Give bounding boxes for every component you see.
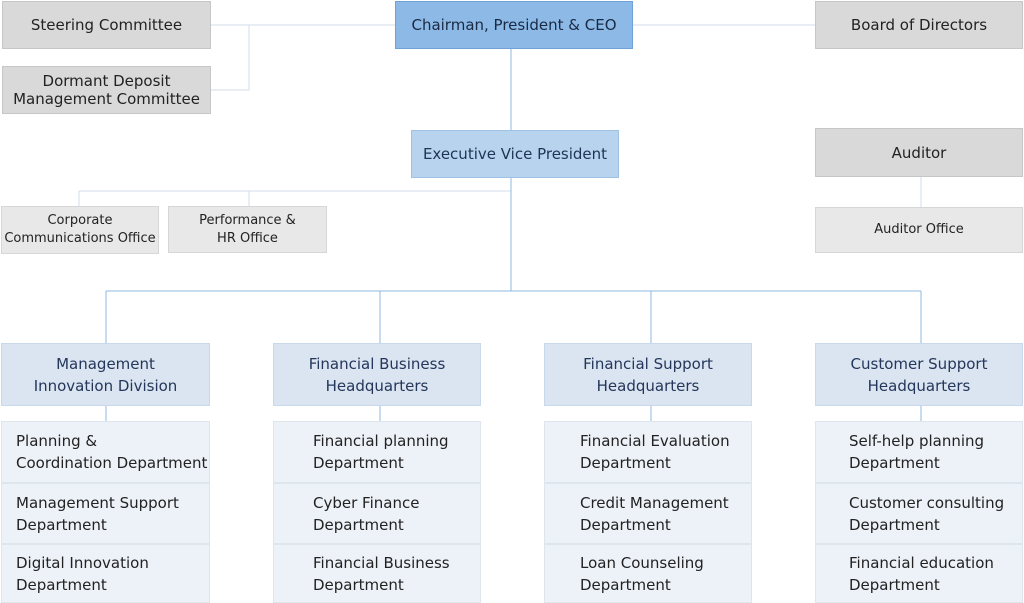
department-item: Financial education Department <box>815 544 1023 603</box>
department-item: Cyber Finance Department <box>273 483 481 544</box>
department-item: Credit Management Department <box>544 483 752 544</box>
auditor-office-label: Auditor Office <box>874 222 964 237</box>
auditor-office-box: Auditor Office <box>815 207 1023 253</box>
department-item: Digital Innovation Department <box>1 544 210 603</box>
department-label: Self-help planning Department <box>849 432 985 472</box>
department-label: Management Support Department <box>16 493 179 534</box>
department-label: Financial Business Department <box>313 553 450 594</box>
corporate-communications-office-label: Corporate Communications Office <box>4 213 156 246</box>
division-title: Financial Business Headquarters <box>308 354 446 395</box>
department-label: Financial education Department <box>849 553 994 594</box>
steering-committee-box: Steering Committee <box>2 1 211 49</box>
department-item: Financial Business Department <box>273 544 481 603</box>
performance-hr-office-box: Performance & HR Office <box>168 206 327 253</box>
dormant-deposit-committee-label: Dormant Deposit Management Committee <box>13 72 200 108</box>
board-of-directors-label: Board of Directors <box>850 16 988 34</box>
executive-vice-president-box: Executive Vice President <box>411 130 619 178</box>
department-item: Management Support Department <box>1 483 210 544</box>
department-label: Financial planning Department <box>313 432 449 472</box>
department-item: Customer consulting Department <box>815 483 1023 544</box>
department-item: Self-help planning Department <box>815 421 1023 483</box>
division-header-customer-support: Customer Support Headquarters <box>815 343 1023 406</box>
department-label: Credit Management Department <box>580 493 729 534</box>
department-item: Planning & Coordination Department <box>1 421 210 483</box>
division-title: Customer Support Headquarters <box>850 354 988 395</box>
ceo-box: Chairman, President & CEO <box>395 1 633 49</box>
steering-committee-label: Steering Committee <box>30 16 183 34</box>
dormant-deposit-committee-box: Dormant Deposit Management Committee <box>2 66 211 114</box>
division-title: Management Innovation Division <box>33 354 178 395</box>
division-header-management-innovation: Management Innovation Division <box>1 343 210 406</box>
department-item: Financial Evaluation Department <box>544 421 752 483</box>
auditor-label: Auditor <box>891 143 947 162</box>
department-label: Loan Counseling Department <box>580 553 704 594</box>
division-title: Financial Support Headquarters <box>583 354 713 395</box>
board-of-directors-box: Board of Directors <box>815 1 1023 49</box>
executive-vice-president-label: Executive Vice President <box>422 145 608 163</box>
department-label: Financial Evaluation Department <box>580 432 730 472</box>
division-header-financial-support: Financial Support Headquarters <box>544 343 752 406</box>
department-label: Customer consulting Department <box>849 493 1005 534</box>
corporate-communications-office-box: Corporate Communications Office <box>1 206 159 254</box>
department-label: Cyber Finance Department <box>313 493 420 534</box>
performance-hr-office-label: Performance & HR Office <box>199 212 296 246</box>
department-item: Financial planning Department <box>273 421 481 483</box>
division-header-financial-business: Financial Business Headquarters <box>273 343 481 406</box>
auditor-box: Auditor <box>815 128 1023 177</box>
department-item: Loan Counseling Department <box>544 544 752 603</box>
ceo-label: Chairman, President & CEO <box>411 16 617 34</box>
department-label: Planning & Coordination Department <box>16 432 208 472</box>
department-label: Digital Innovation Department <box>16 553 149 594</box>
